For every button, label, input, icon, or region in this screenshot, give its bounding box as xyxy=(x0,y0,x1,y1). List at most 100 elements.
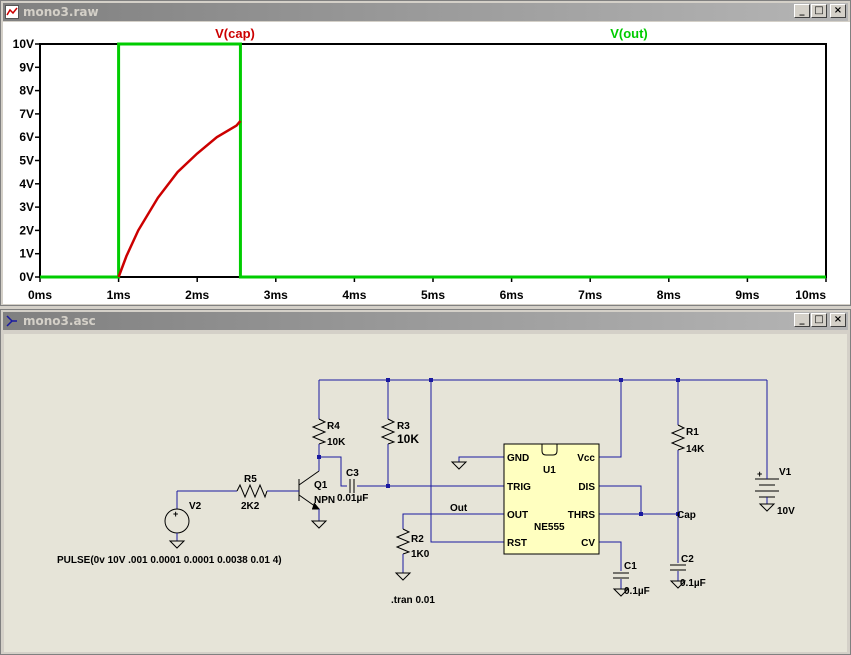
pin-vcc: Vcc xyxy=(577,453,595,464)
x-tick-label: 0ms xyxy=(28,288,52,302)
x-tick-label: 2ms xyxy=(185,288,209,302)
v1-name: V1 xyxy=(779,467,792,478)
x-tick-label: 6ms xyxy=(500,288,524,302)
y-tick-label: 7V xyxy=(19,107,34,121)
pin-cv: CV xyxy=(581,538,595,549)
r3-value: 10K xyxy=(397,432,419,446)
trace-vout[interactable] xyxy=(40,42,826,279)
y-tick-label: 3V xyxy=(19,200,34,214)
c1-name: C1 xyxy=(624,561,637,572)
q1-name: Q1 xyxy=(314,480,328,491)
resistor-r3[interactable] xyxy=(380,418,396,445)
pin-thrs: THRS xyxy=(568,510,596,521)
schematic-title: mono3.asc xyxy=(23,314,96,328)
x-tick-label: 9ms xyxy=(735,288,759,302)
c3-name: C3 xyxy=(346,468,359,479)
x-tick-label: 7ms xyxy=(578,288,602,302)
r5-value: 2K2 xyxy=(241,501,260,512)
close-button[interactable]: × xyxy=(830,313,846,327)
c2-value: 0.1µF xyxy=(680,578,706,589)
r2-value: 1K0 xyxy=(411,549,430,560)
maximize-button[interactable]: □ xyxy=(811,313,827,327)
r1-value: 14K xyxy=(686,444,705,455)
wire-rst xyxy=(430,380,504,543)
pin-trig: TRIG xyxy=(507,482,531,493)
ic-notch xyxy=(541,444,558,456)
r5-name: R5 xyxy=(244,474,257,485)
ic-ne555[interactable] xyxy=(503,443,600,555)
schematic-canvas[interactable]: R4 10K R3 10K R5 2K2 Q1 NPN C3 0.01µF V2… xyxy=(4,334,847,652)
c2-name: C2 xyxy=(681,554,694,565)
u1-name: U1 xyxy=(543,465,556,476)
schematic-window: mono3.asc _ □ × xyxy=(0,309,851,655)
y-tick-label: 2V xyxy=(19,223,34,237)
resistor-r4[interactable] xyxy=(311,418,327,445)
waveform-titlebar[interactable]: mono3.raw _ □ × xyxy=(3,3,848,21)
y-tick-label: 5V xyxy=(19,154,34,168)
y-tick-label: 10V xyxy=(13,37,34,51)
u1-part: NE555 xyxy=(534,522,565,533)
trace-vcap[interactable] xyxy=(117,120,242,278)
r4-name: R4 xyxy=(327,421,340,432)
schematic-icon xyxy=(5,314,19,328)
y-tick-label: 1V xyxy=(19,247,34,261)
x-tick-label: 4ms xyxy=(342,288,366,302)
wire-collector xyxy=(319,456,347,487)
resistor-r1[interactable] xyxy=(670,424,686,451)
x-tick-label: 1ms xyxy=(107,288,131,302)
capacitor-c2[interactable] xyxy=(670,564,686,571)
resistor-r5[interactable] xyxy=(236,483,268,499)
y-tick-label: 9V xyxy=(19,60,34,74)
trace-label-vout[interactable]: V(out) xyxy=(610,26,648,41)
y-tick-label: 0V xyxy=(19,270,34,284)
y-tick-label: 8V xyxy=(19,84,34,98)
close-button[interactable]: × xyxy=(830,4,846,18)
wire-cv xyxy=(599,541,622,571)
v2-plus: + xyxy=(173,509,178,519)
plot-frame xyxy=(39,43,827,278)
pin-dis: DIS xyxy=(578,482,595,493)
waveform-icon xyxy=(5,5,19,19)
pin-out: OUT xyxy=(507,510,528,521)
trace-label-vcap[interactable]: V(cap) xyxy=(215,26,255,41)
minimize-button[interactable]: _ xyxy=(794,4,810,18)
net-label-out: Out xyxy=(450,503,468,514)
c1-value: 0.1µF xyxy=(624,586,650,597)
pin-rst: RST xyxy=(507,538,527,549)
wire-gnd xyxy=(458,456,504,462)
net-label-cap: Cap xyxy=(677,510,696,521)
resistor-r2[interactable] xyxy=(395,528,411,555)
x-tick-label: 5ms xyxy=(421,288,445,302)
waveform-window: mono3.raw _ □ × V(cap) V(out) 0V 1V 2V 3V 4V… xyxy=(0,0,851,306)
x-tick-label: 8ms xyxy=(657,288,681,302)
capacitor-c1[interactable] xyxy=(613,572,629,579)
r4-value: 10K xyxy=(327,437,346,448)
maximize-button[interactable]: □ xyxy=(811,4,827,18)
pulse-directive: PULSE(0v 10V .001 0.0001 0.0001 0.0038 0… xyxy=(57,555,282,566)
wire-out xyxy=(402,513,504,529)
schematic-titlebar[interactable]: mono3.asc _ □ × xyxy=(3,312,848,330)
waveform-plot[interactable]: V(cap) V(out) 0V 1V 2V 3V 4V 5V 6V 7V 8V 9V 10V 0m… xyxy=(3,22,850,304)
v2-name: V2 xyxy=(189,501,202,512)
wire-vcc xyxy=(599,380,622,458)
y-tick-label: 6V xyxy=(19,130,34,144)
x-tick-label: 10ms xyxy=(795,288,826,302)
r2-name: R2 xyxy=(411,534,424,545)
waveform-title: mono3.raw xyxy=(23,5,99,19)
y-tick-label: 4V xyxy=(19,177,34,191)
ground-symbols xyxy=(168,461,776,597)
x-tick-label: 3ms xyxy=(264,288,288,302)
q1-value: NPN xyxy=(314,495,335,506)
wire-dis xyxy=(599,485,642,514)
c3-value: 0.01µF xyxy=(337,493,368,504)
v1-value: 10V xyxy=(777,506,795,517)
r3-name: R3 xyxy=(397,421,410,432)
battery-v1[interactable] xyxy=(755,478,779,498)
minimize-button[interactable]: _ xyxy=(794,313,810,327)
r1-name: R1 xyxy=(686,427,699,438)
junction-dots xyxy=(317,378,680,516)
v1-plus: + xyxy=(757,469,762,479)
capacitor-c3[interactable] xyxy=(349,479,355,493)
pin-gnd: GND xyxy=(507,453,529,464)
transistor-q1[interactable] xyxy=(298,470,321,510)
